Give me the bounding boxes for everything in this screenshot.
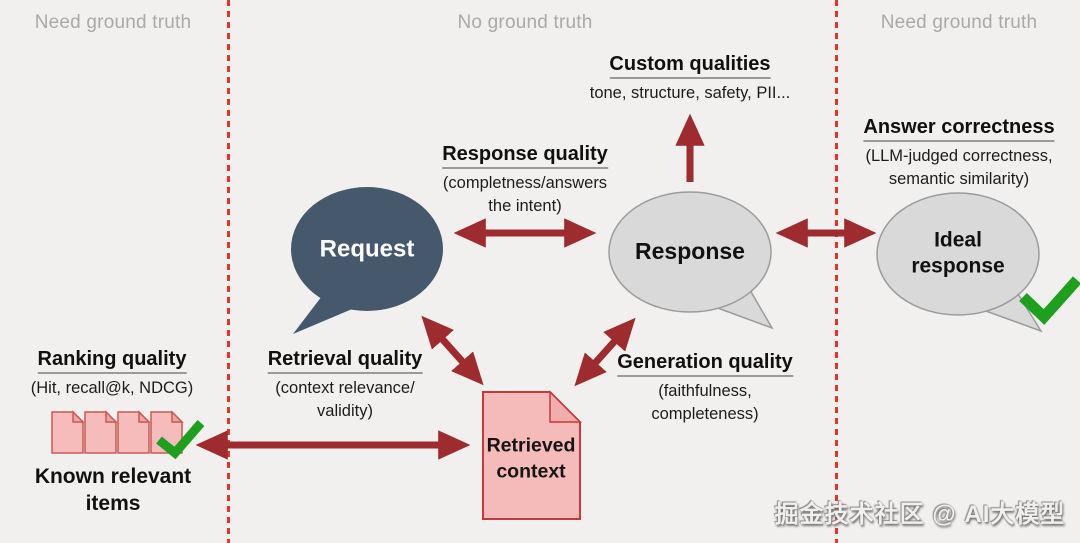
retrieval-quality-sub-line1: (context relevance/ [275, 379, 415, 397]
generation-quality-sub: (faithfulness, completeness) [617, 380, 793, 426]
retrieval-quality-sub: (context relevance/ validity) [268, 377, 423, 423]
generation-quality-title: Generation quality [617, 351, 793, 377]
response-quality-label: Response quality (completness/answers th… [442, 143, 608, 218]
custom-qualities-title: Custom qualities [609, 53, 771, 79]
request-label: Request [319, 235, 415, 263]
arrow-response-retrieved [574, 317, 636, 387]
doc-icon [51, 410, 85, 454]
retrieved-context-label: Retrieved context [487, 433, 576, 486]
answer-correctness-label: Answer correctness (LLM-judged correctne… [863, 116, 1055, 191]
zone-label-left: Need ground truth [34, 12, 192, 33]
response-quality-sub-line1: (completness/answers [442, 174, 608, 192]
answer-correctness-sub-line1: (LLM-judged correctness, [865, 147, 1053, 165]
ranking-quality-sub: (Hit, recall@k, NDCG) [30, 379, 194, 397]
zone-divider-right [835, 0, 838, 543]
known-items-line1: Known relevant [34, 465, 192, 488]
zone-label-right: Need ground truth [880, 12, 1038, 33]
response-label: Response [635, 238, 745, 265]
request-bubble [291, 187, 443, 334]
response-quality-sub: (completness/answers the intent) [442, 172, 608, 218]
zone-label-middle: No ground truth [457, 12, 593, 33]
retrieval-quality-label: Retrieval quality (context relevance/ va… [267, 348, 423, 423]
answer-correctness-title: Answer correctness [863, 116, 1055, 142]
response-bubble [608, 191, 774, 330]
ranking-quality-label: Ranking quality (Hit, recall@k, NDCG) [31, 348, 194, 400]
custom-qualities-label: Custom qualities tone, structure, safety… [590, 53, 791, 105]
ideal-response-line2: response [911, 254, 1005, 277]
zone-divider-left [227, 0, 230, 543]
answer-correctness-sub: (LLM-judged correctness, semantic simila… [863, 145, 1054, 191]
arrow-request-retrieved [421, 315, 484, 386]
ideal-response-label: Ideal response [911, 227, 1004, 278]
generation-quality-sub-line1: (faithfulness, [658, 382, 752, 400]
doc-icon [84, 410, 118, 454]
retrieval-quality-title: Retrieval quality [267, 348, 423, 374]
generation-quality-label: Generation quality (faithfulness, comple… [617, 351, 793, 426]
ideal-response-check-icon [1019, 276, 1080, 325]
retrieval-quality-sub-line2: validity) [317, 401, 373, 420]
known-items-line2: items [85, 492, 141, 516]
response-quality-sub-line2: the intent) [488, 196, 562, 215]
known-items-check-icon [156, 420, 205, 460]
custom-qualities-sub: tone, structure, safety, PII... [589, 84, 791, 102]
retrieved-context-line1: Retrieved [486, 434, 576, 457]
response-quality-title: Response quality [442, 143, 608, 169]
ranking-quality-title: Ranking quality [37, 348, 187, 374]
ideal-response-bubble [876, 192, 1043, 333]
retrieved-context-line2: context [496, 461, 566, 483]
known-relevant-items-label: Known relevant items [35, 463, 191, 518]
ideal-response-line1: Ideal [934, 228, 982, 252]
retrieved-context-doc-icon [482, 390, 582, 520]
doc-icon [117, 410, 151, 454]
generation-quality-sub-line2: completeness) [651, 404, 759, 423]
answer-correctness-sub-line2: semantic similarity) [888, 169, 1030, 188]
watermark: 掘金技术社区 @ AI大模型 [774, 501, 1066, 528]
